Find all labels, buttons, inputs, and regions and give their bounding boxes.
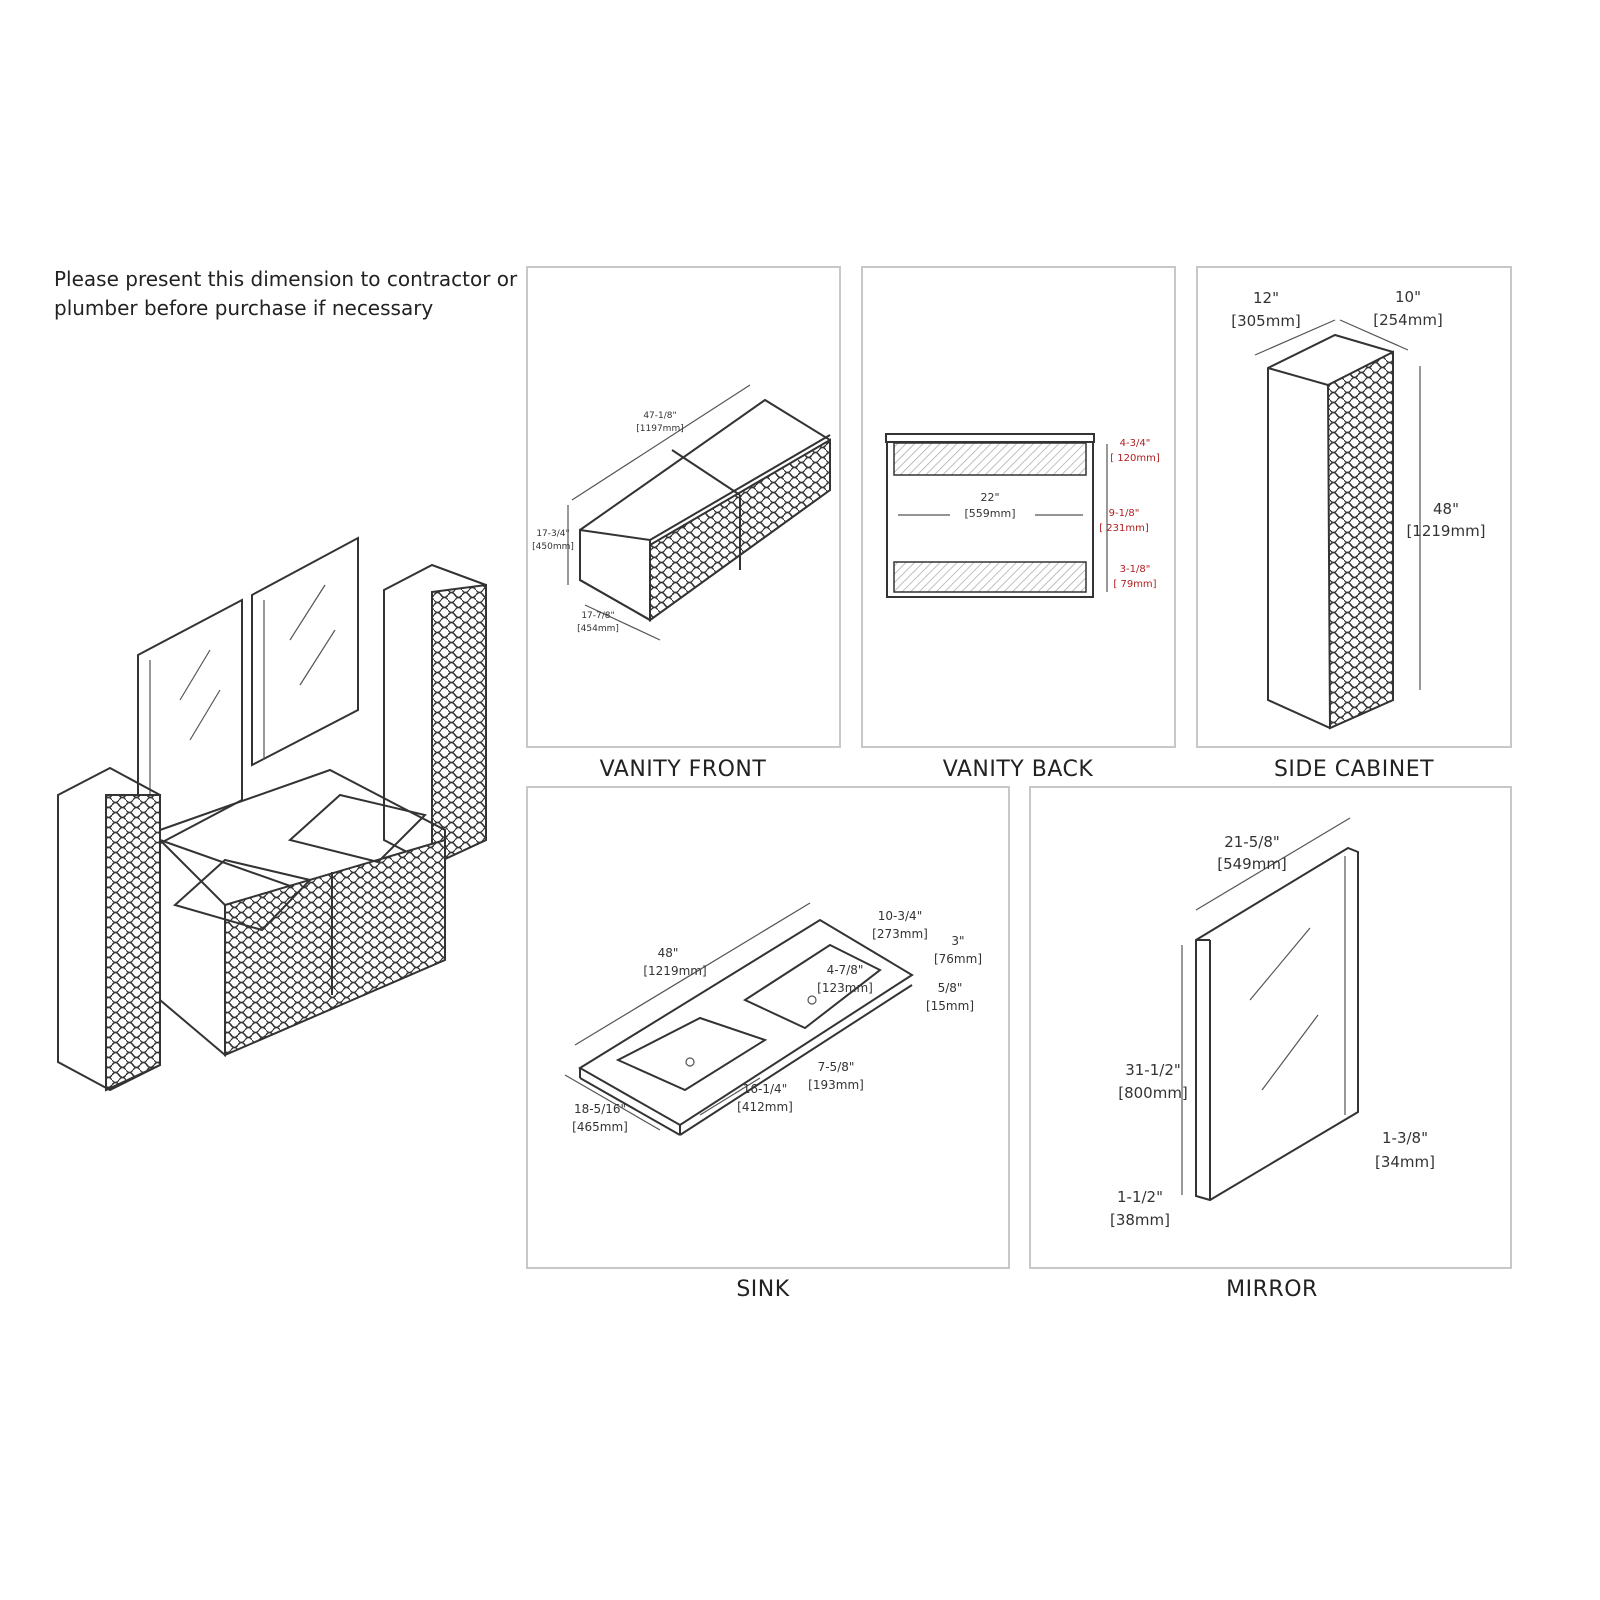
sink-caption: SINK	[736, 1277, 789, 1302]
side-cabinet-drawing: 12" [305mm] 10" [254mm] 48" [1219mm]	[1231, 288, 1486, 730]
mirror-height-mm-label: [800mm]	[1118, 1084, 1188, 1102]
vanity-front-caption: VANITY FRONT	[600, 757, 767, 782]
vb-top-mm-label: [ 120mm]	[1110, 453, 1160, 464]
vf-depth-mm-label: [454mm]	[577, 624, 619, 634]
mirror-thickness-label: 1-1/2"	[1117, 1188, 1163, 1206]
sc-depth-mm-label: [254mm]	[1373, 311, 1443, 329]
vanity-back-panel	[861, 266, 1176, 748]
mirror-thickness-mm-label: [38mm]	[1110, 1211, 1170, 1229]
vf-height-label: 17-3/4"	[536, 529, 569, 539]
sc-height-label: 48"	[1433, 500, 1459, 518]
sink-edge-label: 10-3/4"	[878, 909, 922, 923]
vanity-front-panel	[526, 266, 841, 748]
mirror-width-mm-label: [549mm]	[1217, 855, 1287, 873]
vf-height-mm-label: [450mm]	[532, 542, 574, 552]
overview-illustration	[57, 536, 487, 1092]
mirror-frame-label: 1-3/8"	[1382, 1129, 1428, 1147]
sink-length-label: 48"	[658, 946, 679, 960]
sink-depth-mm-label: [465mm]	[572, 1120, 628, 1134]
sink-bowl-depth-mm-label: [123mm]	[817, 981, 873, 995]
vb-width-mm-label: [559mm]	[964, 507, 1015, 520]
sink-bowl-width-mm-label: [193mm]	[808, 1078, 864, 1092]
vb-bottom-label: 3-1/8"	[1120, 564, 1151, 575]
sink-drawing: 48" [1219mm] 10-3/4" [273mm] 3" [76mm] 4…	[564, 902, 982, 1136]
sink-depth-label: 18-5/16"	[574, 1102, 626, 1116]
mirror-frame-mm-label: [34mm]	[1375, 1153, 1435, 1171]
mirror-drawing: 21-5/8" [549mm] 31-1/2" [800mm] 1-3/8" […	[1110, 817, 1435, 1229]
vanity-back-drawing: 22" [559mm] 4-3/4" [ 120mm] 9-1/8" [ 231…	[885, 433, 1160, 598]
purchase-note: Please present this dimension to contrac…	[54, 267, 518, 320]
mirror-height-label: 31-1/2"	[1125, 1061, 1181, 1079]
vb-top-label: 4-3/4"	[1120, 438, 1151, 449]
mirror-caption: MIRROR	[1226, 1277, 1318, 1302]
sink-lip-label: 5/8"	[938, 981, 963, 995]
sc-width-label: 12"	[1253, 289, 1279, 307]
sc-depth-label: 10"	[1395, 288, 1421, 306]
sc-width-mm-label: [305mm]	[1231, 312, 1301, 330]
vanity-front-drawing: 47-1/8" [1197mm] 17-3/4" [450mm] 17-7/8"…	[532, 384, 831, 641]
mirror-width-label: 21-5/8"	[1224, 833, 1280, 851]
vb-bottom-mm-label: [ 79mm]	[1113, 579, 1156, 590]
vf-depth-label: 17-7/8"	[581, 611, 614, 621]
sink-bowl-length-label: 16-1/4"	[743, 1082, 787, 1096]
vb-middle-mm-label: [ 231mm]	[1099, 523, 1149, 534]
sink-length-mm-label: [1219mm]	[643, 964, 706, 978]
sink-bowl-width-label: 7-5/8"	[818, 1060, 855, 1074]
side-cabinet-caption: SIDE CABINET	[1274, 757, 1434, 782]
sc-height-mm-label: [1219mm]	[1406, 522, 1485, 540]
vb-width-label: 22"	[980, 491, 999, 504]
sink-bowl-length-mm-label: [412mm]	[737, 1100, 793, 1114]
sink-edge-mm-label: [273mm]	[872, 927, 928, 941]
vf-width-mm-label: [1197mm]	[636, 424, 683, 434]
vanity-back-caption: VANITY BACK	[943, 757, 1094, 782]
vb-middle-label: 9-1/8"	[1109, 508, 1140, 519]
sink-thick-label: 3"	[951, 934, 964, 948]
sink-panel	[526, 786, 1010, 1269]
side-cabinet-panel	[1196, 266, 1512, 748]
vf-width-label: 47-1/8"	[643, 411, 676, 421]
sink-thick-mm-label: [76mm]	[934, 952, 982, 966]
mirror-panel	[1029, 786, 1512, 1269]
sink-lip-mm-label: [15mm]	[926, 999, 974, 1013]
sink-bowl-depth-label: 4-7/8"	[827, 963, 864, 977]
